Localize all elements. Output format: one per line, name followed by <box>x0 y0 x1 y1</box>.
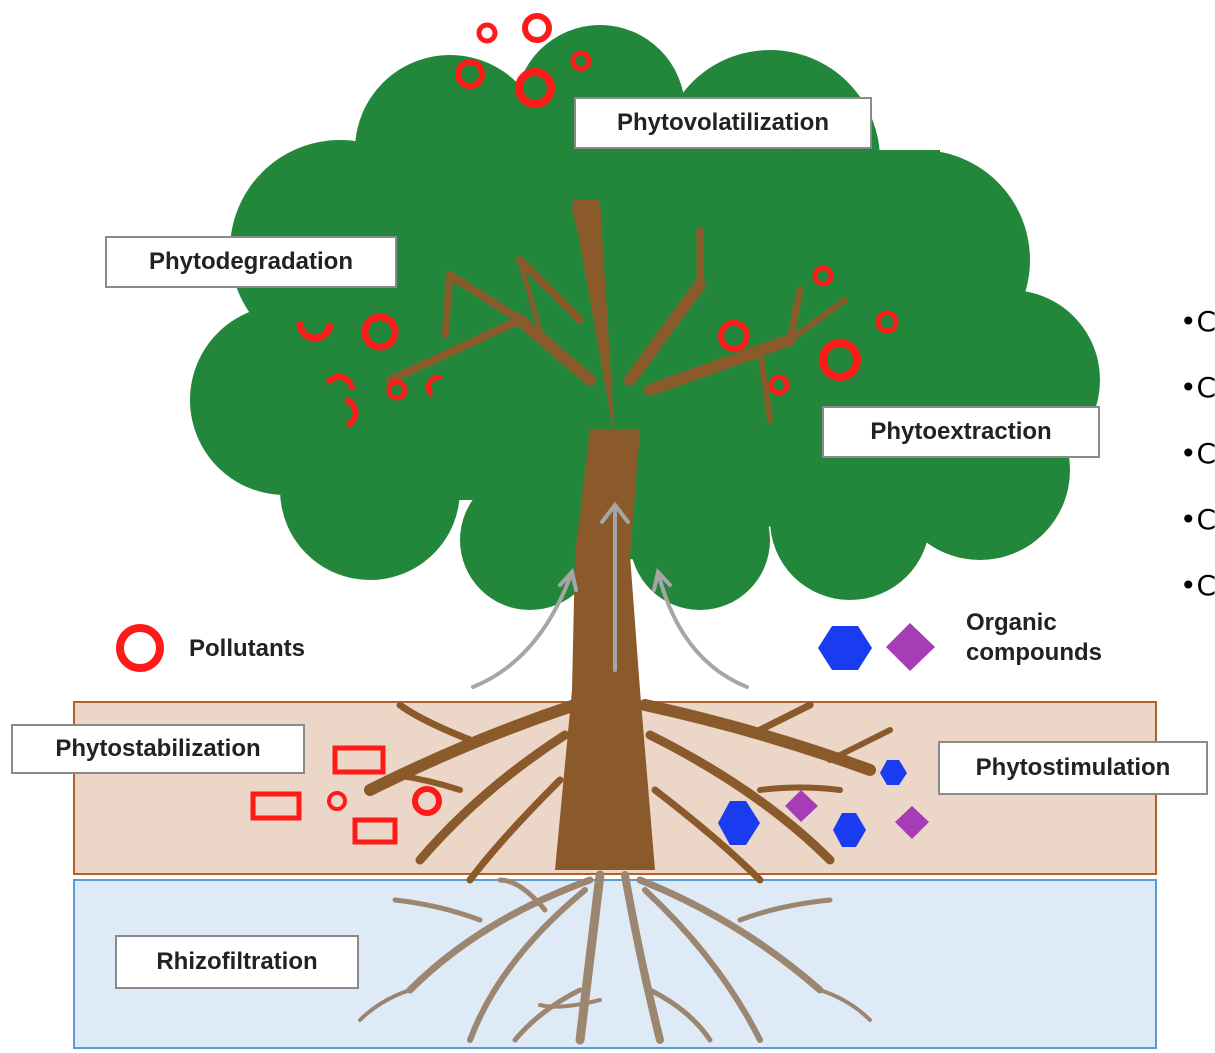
phytoextraction-label: Phytoextraction <box>822 406 1100 458</box>
organic-compounds-legend-label: Organic compounds <box>966 608 1102 668</box>
phytovolatilization-label: Phytovolatilization <box>574 97 872 149</box>
bullet-item: •C <box>1180 552 1215 618</box>
phytodegradation-label: Phytodegradation <box>105 236 397 288</box>
bullet-item: •C <box>1180 486 1215 552</box>
phytostabilization-label: Phytostabilization <box>11 724 305 774</box>
bullet-item: •C <box>1180 288 1215 354</box>
phytostimulation-label: Phytostimulation <box>938 741 1208 795</box>
pollutant-legend-icon <box>120 628 160 668</box>
bullet-item: •C <box>1180 354 1215 420</box>
pollutant-icon <box>479 25 495 41</box>
clipped-bullet-list: •C •C •C •C •C <box>1180 288 1215 618</box>
pollutants-legend-label: Pollutants <box>189 634 305 664</box>
organic-legend-line1: Organic <box>966 608 1102 638</box>
bullet-item: •C <box>1180 420 1215 486</box>
rhizofiltration-label: Rhizofiltration <box>115 935 359 989</box>
hexagon-legend-icon <box>818 626 872 670</box>
organic-legend-line2: compounds <box>966 638 1102 668</box>
pollutant-icon <box>525 16 549 40</box>
diamond-legend-icon <box>886 623 935 671</box>
